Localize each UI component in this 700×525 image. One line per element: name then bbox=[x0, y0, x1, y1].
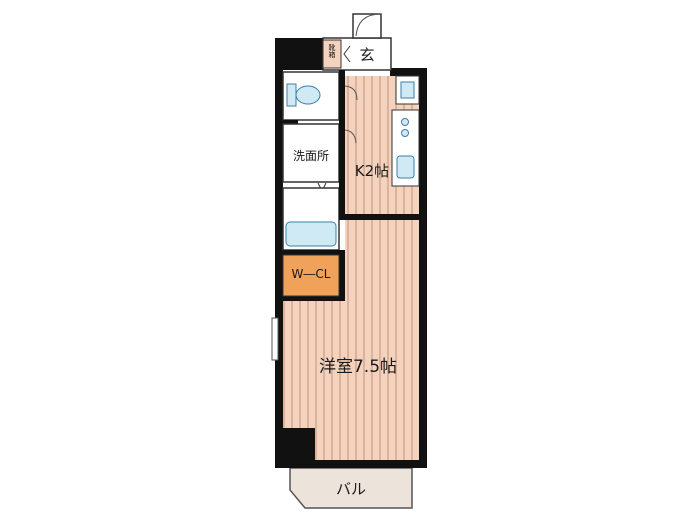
interior-wall-bath-bottom bbox=[283, 250, 345, 255]
stove-burner-icon bbox=[401, 118, 409, 126]
entrance-label: 玄 bbox=[359, 46, 374, 64]
entrance-step-icon bbox=[343, 45, 351, 63]
outer-wall-right bbox=[419, 68, 427, 468]
outer-wall-left bbox=[275, 38, 283, 468]
western-room-floor-upper bbox=[345, 220, 419, 301]
entrance-door-swing-icon bbox=[355, 13, 382, 37]
interior-wall-closet-bottom bbox=[283, 296, 345, 301]
toilet-bowl-icon bbox=[295, 85, 321, 105]
kitchen-sink-icon bbox=[396, 155, 415, 179]
stove-burner-icon bbox=[401, 129, 409, 137]
shoe-box bbox=[322, 39, 342, 69]
toilet-door-swing-icon bbox=[344, 85, 358, 101]
closet-label: W―CL bbox=[292, 267, 331, 281]
interior-wall-kitchen-bottom bbox=[339, 214, 423, 220]
side-window bbox=[271, 317, 279, 361]
outer-wall-top-right bbox=[390, 68, 427, 76]
kitchen-label: K2帖 bbox=[355, 162, 389, 180]
outer-wall-bottom bbox=[275, 460, 427, 468]
interior-wall-closet-right bbox=[339, 250, 345, 300]
bathtub-icon bbox=[285, 221, 337, 247]
western-room-floor-lower bbox=[315, 428, 419, 460]
washroom-door-swing-icon bbox=[344, 129, 357, 144]
shoe-box-label: 靴箱 bbox=[328, 43, 336, 59]
entrance-door bbox=[352, 13, 382, 39]
refrigerator-icon bbox=[400, 81, 415, 99]
western-room-floor bbox=[283, 301, 419, 428]
balcony-label: バル bbox=[336, 480, 366, 498]
toilet-tank-icon bbox=[286, 83, 297, 107]
interior-wall-kitchen-left bbox=[339, 70, 345, 220]
walk-in-closet bbox=[282, 254, 340, 297]
washroom-label: 洗面所 bbox=[293, 149, 329, 163]
western-room-label: 洋室7.5帖 bbox=[319, 357, 397, 377]
